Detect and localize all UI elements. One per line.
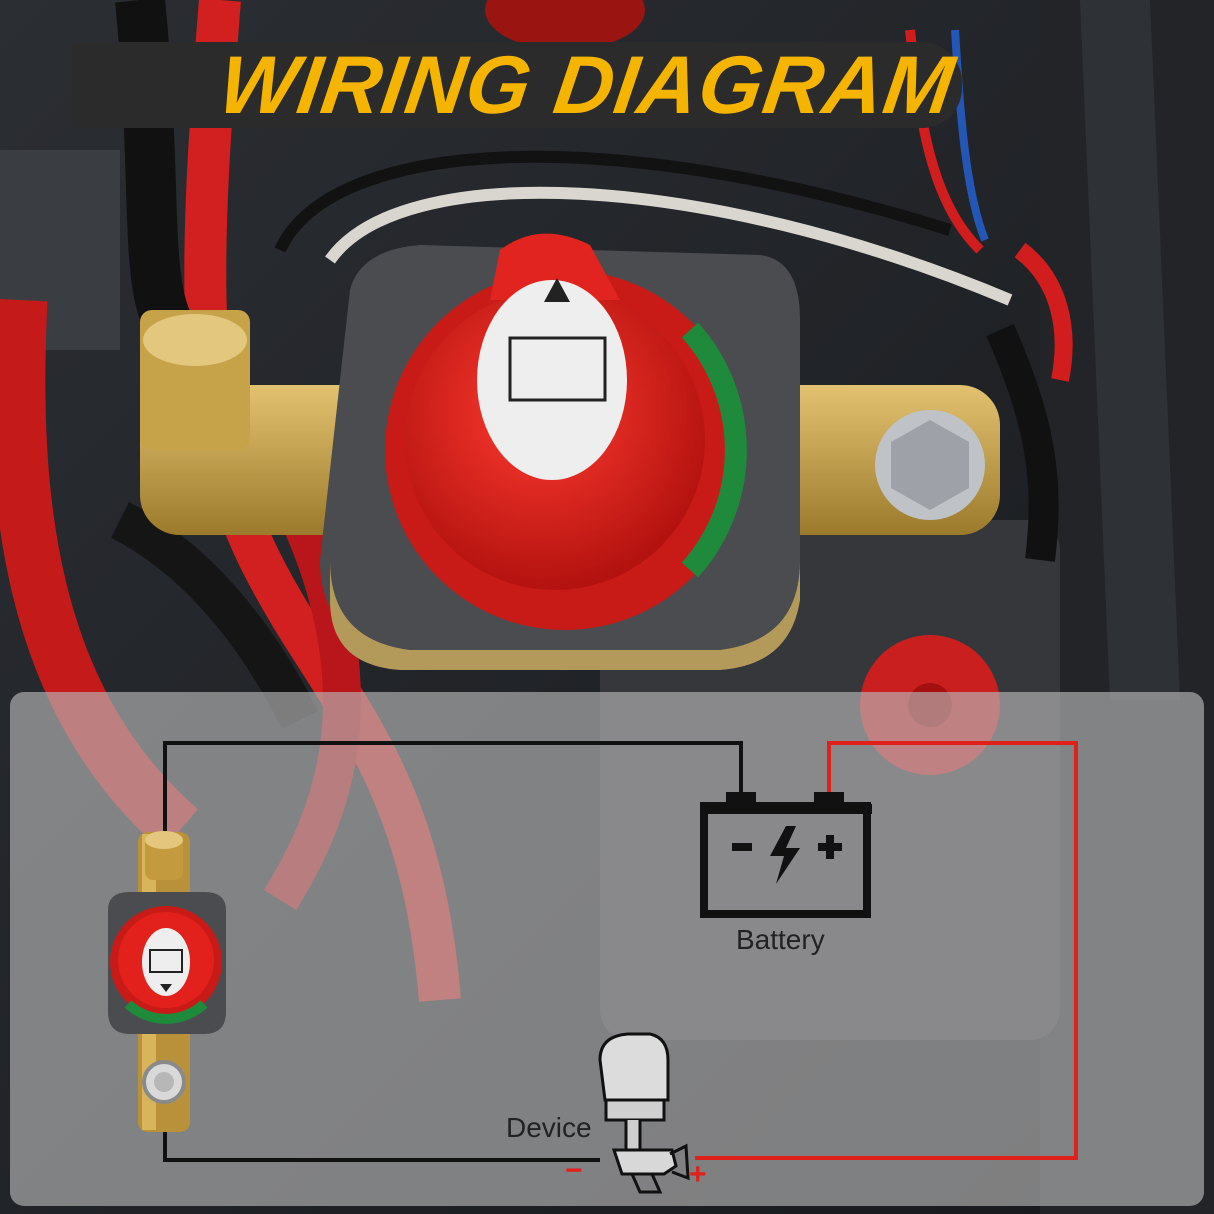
positive-wire bbox=[695, 741, 1078, 1160]
outboard-motor-icon bbox=[598, 1032, 690, 1194]
battery-switch-icon bbox=[108, 831, 226, 1132]
battery-label: Battery bbox=[736, 924, 825, 955]
negative-wire bbox=[163, 1128, 600, 1162]
title-banner bbox=[72, 42, 962, 128]
negative-wire-top bbox=[163, 741, 743, 868]
positive-terminal-sign: + bbox=[689, 1158, 707, 1191]
battery-icon bbox=[700, 792, 872, 918]
device-label: Device bbox=[506, 1112, 592, 1143]
negative-terminal-sign: − bbox=[565, 1154, 583, 1187]
